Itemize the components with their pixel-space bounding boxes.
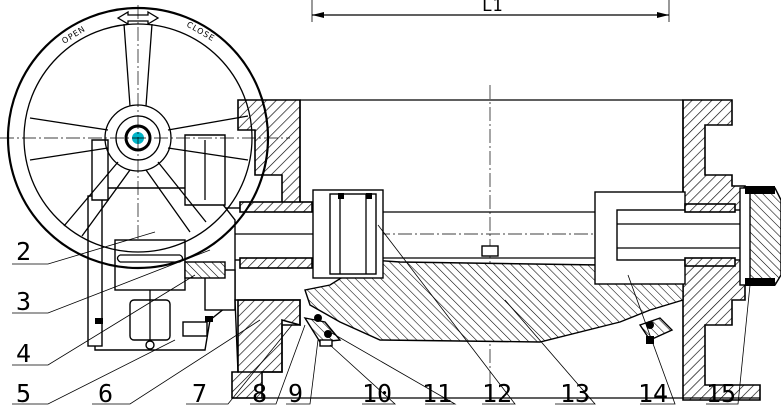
callout-3: 3 xyxy=(16,287,31,316)
callout-15: 15 xyxy=(706,379,736,408)
dimension-label: L1 xyxy=(482,0,502,16)
gearbox xyxy=(87,134,301,373)
callout-numbers: 2 3 4 5 6 7 8 9 10 11 12 13 14 15 xyxy=(16,237,736,408)
end-cap xyxy=(739,186,781,286)
callout-12: 12 xyxy=(482,379,512,408)
callout-11: 11 xyxy=(422,379,452,408)
callout-5: 5 xyxy=(16,379,31,408)
callout-4: 4 xyxy=(16,339,31,368)
callout-6: 6 xyxy=(98,379,113,408)
open-label: OPEN xyxy=(60,24,87,46)
callout-7: 7 xyxy=(192,379,207,408)
seal-right xyxy=(638,317,674,344)
dimension-l1: L1 xyxy=(311,0,670,22)
callout-8: 8 xyxy=(252,379,267,408)
disc-hub-left xyxy=(312,189,384,279)
callout-13: 13 xyxy=(560,379,590,408)
callout-14: 14 xyxy=(638,379,668,408)
callout-10: 10 xyxy=(362,379,392,408)
disc-hub-right xyxy=(594,191,753,285)
leader-lines xyxy=(12,224,751,405)
callout-9: 9 xyxy=(288,379,303,408)
seal-left xyxy=(303,314,342,347)
callout-2: 2 xyxy=(16,237,31,266)
disc-boss xyxy=(481,245,499,257)
